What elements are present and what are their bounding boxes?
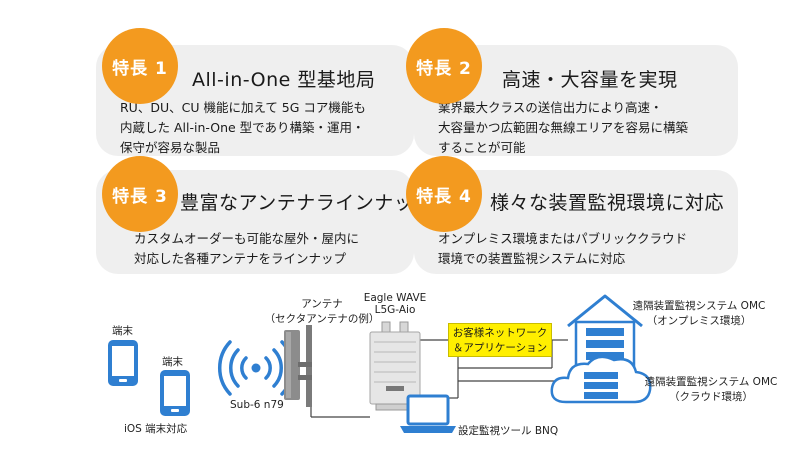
omc-cloud-label: 遠隔装置監視システム OMC （クラウド環境） — [636, 374, 786, 404]
sector-antenna-icon — [284, 325, 312, 407]
antenna-subtitle: （セクタアンテナの例） — [264, 313, 380, 325]
omc-onprem-sub: （オンプレミス環境） — [646, 315, 752, 327]
terminal-label: 端末 — [112, 325, 133, 337]
feature-desc-4: オンプレミス環境またはパブリッククラウド 環境での装置監視システムに対応 — [438, 229, 687, 269]
feature-card-4: 様々な装置監視環境に対応 オンプレミス環境またはパブリッククラウド 環境での装置… — [414, 170, 738, 274]
feature-desc-line: 業界最大クラスの送信出力により高速・ — [438, 100, 663, 115]
laptop-icon — [400, 394, 456, 433]
omc-cloud-title: 遠隔装置監視システム OMC — [644, 376, 778, 388]
network-line: お客様ネットワーク — [452, 327, 548, 339]
phone-icon — [160, 370, 190, 416]
antenna-title: アンテナ — [301, 298, 343, 310]
feature-desc-line: RU、DU、CU 機能に加えて 5G コア機能も — [120, 100, 366, 115]
feature-badge-3: 特長 3 — [102, 156, 178, 232]
feature-badge-1: 特長 1 — [102, 28, 178, 104]
feature-badge-2: 特長 2 — [406, 28, 482, 104]
network-line: ＆アプリケーション — [452, 342, 548, 354]
omc-cloud-sub: （クラウド環境） — [669, 391, 753, 403]
feature-title-4: 様々な装置監視環境に対応 — [490, 192, 725, 214]
terminal-label: 端末 — [162, 356, 183, 368]
antenna-label: アンテナ （セクタアンテナの例） — [262, 296, 382, 326]
ios-support-label: iOS 端末対応 — [124, 423, 188, 435]
feature-desc-line: カスタムオーダーも可能な屋外・屋内に — [134, 231, 360, 246]
feature-desc-line: 内蔵した All-in-One 型であり構築・運用・ — [120, 120, 365, 135]
feature-desc-line: することが可能 — [438, 140, 526, 155]
feature-badge-4: 特長 4 — [406, 156, 482, 232]
feature-title-2: 高速・大容量を実現 — [502, 69, 678, 91]
omc-onprem-title: 遠隔装置監視システム OMC — [632, 300, 766, 312]
feature-desc-2: 業界最大クラスの送信出力により高速・ 大容量かつ広範囲な無線エリアを容易に構築 … — [438, 98, 688, 158]
connection-lines — [310, 339, 568, 418]
config-tool-label: 設定監視ツール BNQ — [458, 425, 559, 437]
customer-network-box: お客様ネットワーク ＆アプリケーション — [448, 323, 552, 357]
phone-icon — [108, 340, 138, 386]
feature-title-1: All-in-One 型基地局 — [192, 69, 376, 91]
feature-desc-1: RU、DU、CU 機能に加えて 5G コア機能も 内蔵した All-in-One… — [120, 98, 366, 158]
feature-desc-line: 環境での装置監視システムに対応 — [438, 251, 626, 266]
device-name-line: Eagle WAVE — [363, 292, 427, 304]
feature-desc-line: オンプレミス環境またはパブリッククラウド — [438, 231, 688, 246]
device-name-line: L5G-Aio — [374, 304, 416, 316]
feature-desc-3: カスタムオーダーも可能な屋外・屋内に 対応した各種アンテナをラインナップ — [134, 229, 359, 269]
wireless-signal-icon — [217, 340, 295, 396]
feature-desc-line: 大容量かつ広範囲な無線エリアを容易に構築 — [438, 120, 689, 135]
feature-title-3: 豊富なアンテナラインナップ — [180, 192, 433, 214]
feature-desc-line: 対応した各種アンテナをラインナップ — [134, 251, 347, 266]
base-station-unit-icon — [369, 321, 421, 411]
device-name-label: Eagle WAVE L5G-Aio — [355, 292, 435, 316]
cloud-server-icon — [550, 355, 652, 404]
omc-onprem-label: 遠隔装置監視システム OMC （オンプレミス環境） — [624, 298, 774, 328]
feature-desc-line: 保守が容易な製品 — [120, 140, 221, 155]
frequency-label: Sub-6 n79 — [230, 399, 284, 411]
